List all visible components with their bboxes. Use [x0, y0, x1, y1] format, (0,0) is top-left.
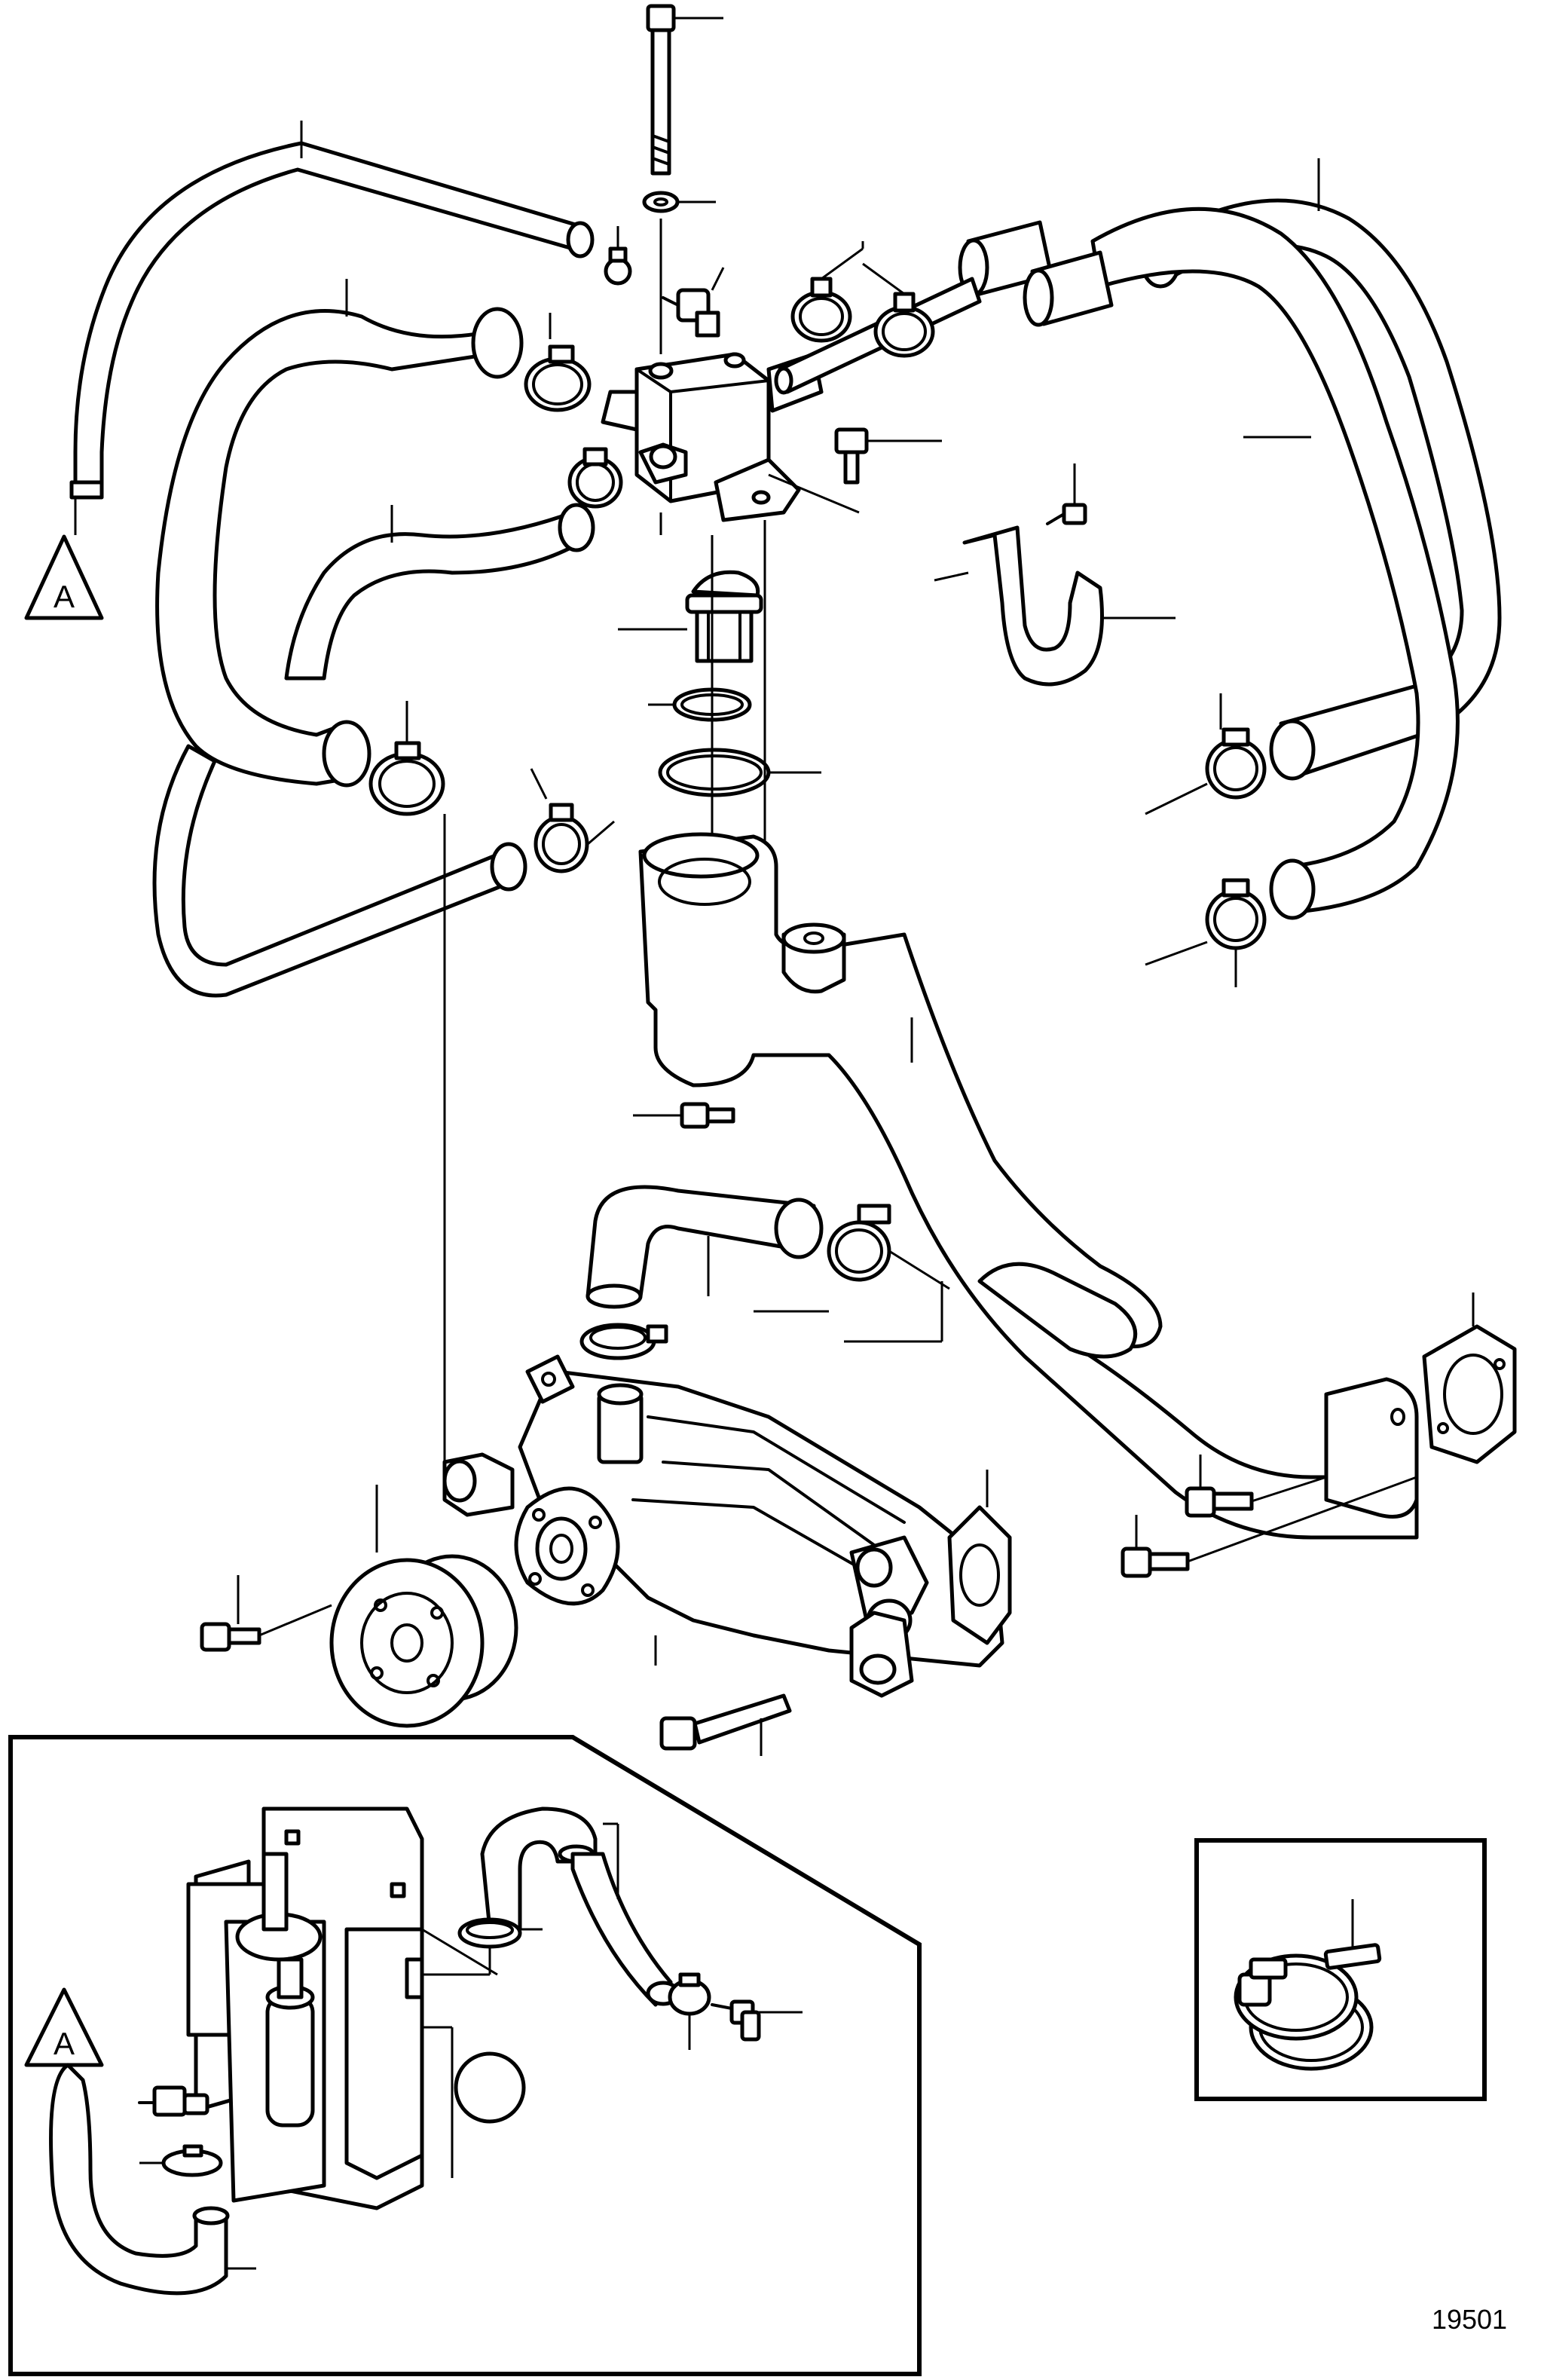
flange-bolt [834, 427, 942, 485]
pump-inlet-clamp [579, 1323, 668, 1360]
pump-bolt [659, 1693, 792, 1756]
pump-pulley [329, 1485, 518, 1728]
water-pump [442, 1354, 1004, 1698]
hose-bracket [934, 463, 1176, 687]
middle-left-hose [284, 503, 595, 681]
bend-hose-clamp [754, 1204, 950, 1313]
hose-clamps [368, 226, 1267, 987]
riser-small-bolt [633, 1102, 735, 1129]
o-ring-small [648, 687, 752, 722]
pulley-bolt [200, 1575, 332, 1652]
inset-reference-marker-a: A [24, 1987, 104, 2067]
riser-bolts [1121, 1455, 1417, 1578]
thermostat [618, 570, 763, 663]
o-ring-large [658, 748, 821, 797]
left-hose [155, 279, 524, 788]
short-bend-hose [585, 1185, 824, 1309]
washer [642, 191, 716, 213]
pump-gasket [947, 1470, 1012, 1645]
reference-marker-letter: A [54, 579, 75, 614]
upper-bypass-hose [69, 121, 595, 500]
riser-pipe [638, 832, 1419, 1540]
drawing-number: 19501 [1432, 2304, 1507, 2335]
riser-gasket [1422, 1292, 1517, 1464]
lower-left-hose [152, 744, 527, 998]
thermostat-housing [601, 352, 860, 535]
right-hose-lower [1090, 206, 1460, 920]
inset-reference-marker-letter: A [54, 2026, 75, 2061]
inset-filter-assembly: A [8, 1735, 922, 2376]
clamp-detail [1194, 1838, 1487, 2101]
elbow-fitting [662, 267, 725, 338]
long-bolt [646, 4, 723, 176]
reference-marker-a: A [24, 497, 104, 620]
